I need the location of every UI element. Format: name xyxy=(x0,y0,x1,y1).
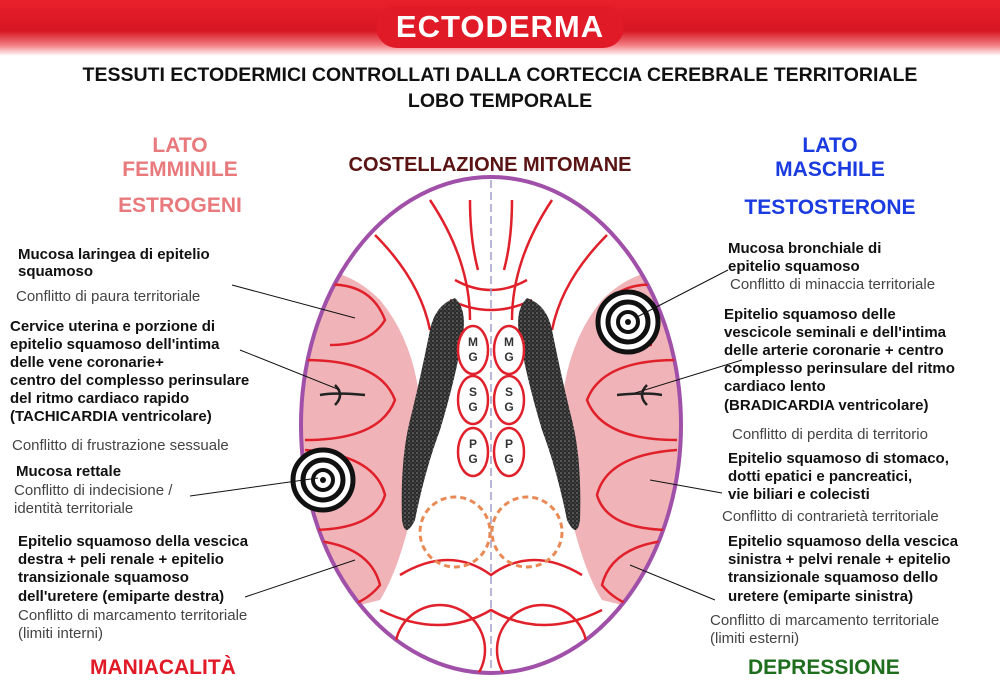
right-cortex-area xyxy=(560,269,681,620)
pg-letter-p-right: P xyxy=(505,437,513,451)
left-item-2-tissue-6: (TACHICARDIA ventricolare) xyxy=(10,408,212,425)
right-item-1-tissue-1: Mucosa bronchiale di xyxy=(728,240,882,257)
relay-ovals xyxy=(456,324,526,478)
right-item-3-conflict: Conflitto di contrarietà territoriale xyxy=(722,508,939,525)
right-item-4-tissue-2: sinistra + pelvi renale + epitelio xyxy=(728,551,951,568)
right-item-2-tissue-1: Epitelio squamoso delle xyxy=(724,306,896,323)
left-item-3-conflict-1: Conflitto di indecisione / xyxy=(14,482,173,499)
left-ventricle xyxy=(401,298,464,530)
pg-letter-g-right: G xyxy=(504,452,513,466)
page-title: ECTODERMA xyxy=(376,6,624,48)
left-item-4-tissue-2: destra + peli renale + epitelio xyxy=(18,551,224,568)
target-icon-left xyxy=(290,447,356,513)
cortex-areas xyxy=(301,269,681,620)
dashed-circles xyxy=(418,495,564,569)
left-item-3-conflict-2: identità territoriale xyxy=(14,500,134,517)
right-item-2-conflict: Conflitto di perdita di territorio xyxy=(732,426,928,443)
mg-letter-m-right: M xyxy=(504,335,514,349)
right-item-1-conflict: Conflitto di minaccia territoriale xyxy=(730,276,936,293)
right-hormone: TESTOSTERONE xyxy=(744,196,916,219)
left-item-2-conflict: Conflitto di frustrazione sessuale xyxy=(12,437,229,454)
left-item-4-tissue-4: dell'uretere (emiparte destra) xyxy=(18,588,225,605)
left-item-1-tissue-2: squamoso xyxy=(18,263,94,280)
subtitle-line-1: TESSUTI ECTODERMICI CONTROLLATI DALLA CO… xyxy=(82,64,918,86)
left-item-2-tissue-3: delle vene coronarie+ xyxy=(10,354,164,371)
subtitle-line-2: LOBO TEMPORALE xyxy=(407,90,593,112)
right-item-1-tissue-2: epitelio squamoso xyxy=(728,258,860,275)
left-hormone: ESTROGENI xyxy=(118,194,242,217)
left-side-title-1: LATO xyxy=(152,134,208,157)
right-ventricle xyxy=(518,298,581,530)
left-item-3-tissue-1: Mucosa rettale xyxy=(16,463,122,480)
right-item-3-tissue-2: dotti epatici e pancreatici, xyxy=(728,468,913,485)
left-item-2-tissue-2: epitelio squamoso dell'intima xyxy=(10,336,220,353)
sg-letter-s-right: S xyxy=(505,385,513,399)
pointer-lines xyxy=(189,269,743,601)
mg-letter-m-left: M xyxy=(468,335,478,349)
right-footer: DEPRESSIONE xyxy=(748,656,900,679)
fork-marks xyxy=(319,384,663,406)
left-item-4-tissue-1: Epitelio squamoso della vescica xyxy=(18,533,249,550)
sg-letter-g-left: G xyxy=(468,400,477,414)
brain-outline xyxy=(299,175,683,675)
right-item-4-tissue-3: transizionale squamoso dello xyxy=(728,569,939,586)
right-item-2-tissue-2: vescicole seminali e dell'intima xyxy=(724,324,947,341)
left-cortex-area xyxy=(301,269,422,620)
right-item-4-conflict-1: Conflitto di marcamento territoriale xyxy=(710,612,940,629)
right-item-2-tissue-3: delle arterie coronarie + centro xyxy=(724,342,944,359)
pg-letter-p-left: P xyxy=(469,437,477,451)
title-banner: ECTODERMA xyxy=(0,0,1000,56)
left-item-4-conflict-1: Conflitto di marcamento territoriale xyxy=(18,607,248,624)
left-item-1-conflict: Conflitto di paura territoriale xyxy=(16,288,201,305)
sg-letter-g-right: G xyxy=(504,400,513,414)
left-item-4-conflict-2: (limiti interni) xyxy=(18,625,104,642)
left-footer: MANIACALITÀ xyxy=(90,656,236,679)
right-item-4-conflict-2: (limiti esterni) xyxy=(710,630,800,647)
right-item-2-tissue-5: cardiaco lento xyxy=(724,378,826,395)
pg-letter-g-left: G xyxy=(468,452,477,466)
left-item-2-tissue-1: Cervice uterina e porzione di xyxy=(10,318,216,335)
mg-letter-g-left: G xyxy=(468,350,477,364)
left-item-2-tissue-5: del ritmo cardiaco rapido xyxy=(10,390,190,407)
right-side-title-2: MASCHILE xyxy=(775,158,885,181)
target-icon-right xyxy=(595,289,661,355)
right-item-3-tissue-1: Epitelio squamoso di stomaco, xyxy=(728,450,949,467)
mg-letter-g-right: G xyxy=(504,350,513,364)
right-item-4-tissue-1: Epitelio squamoso della vescica xyxy=(728,533,959,550)
center-title: COSTELLAZIONE MITOMANE xyxy=(348,154,632,176)
left-item-2-tissue-4: centro del complesso perinsulare xyxy=(10,372,250,389)
left-item-4-tissue-3: transizionale squamoso xyxy=(18,569,189,586)
right-side-title-1: LATO xyxy=(802,134,858,157)
right-item-2-tissue-4: complesso perinsulare del ritmo xyxy=(724,360,955,377)
left-side-title-2: FEMMINILE xyxy=(122,158,238,181)
right-item-3-tissue-3: vie biliari e colecisti xyxy=(728,486,870,503)
right-item-4-tissue-4: uretere (emiparte sinistra) xyxy=(728,588,914,605)
right-item-2-tissue-6: (BRADICARDIA ventricolare) xyxy=(724,397,929,414)
gyri xyxy=(304,199,678,673)
sg-letter-s-left: S xyxy=(469,385,477,399)
left-item-1-tissue-1: Mucosa laringea di epitelio xyxy=(18,246,210,263)
